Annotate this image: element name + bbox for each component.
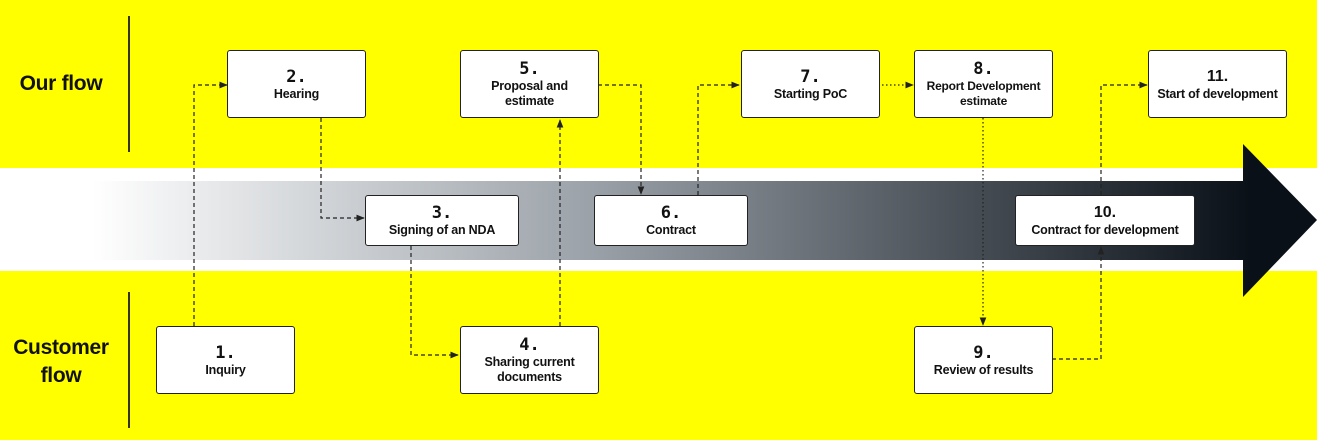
step-number: 6. [660, 203, 682, 223]
step-number: 7. [800, 66, 821, 87]
step-label: Start of development [1157, 86, 1278, 101]
step-number: 10. [1093, 204, 1117, 221]
step-label: Sharing current documents [484, 355, 575, 384]
step-8-report: 8. Report Development estimate [914, 50, 1053, 118]
step-label: Signing of an NDA [388, 223, 496, 237]
lane-label-customer-line1: Customer [13, 336, 109, 359]
step-label: Contract [646, 223, 696, 237]
step-4-sharing-documents: 4. Sharing current documents [460, 326, 599, 394]
step-10-development-contract: 10. Contract for development [1015, 195, 1195, 246]
step-3-nda: 3. Signing of an NDA [365, 195, 519, 246]
step-9-review: 9. Review of results [914, 326, 1053, 394]
step-5-proposal: 5. Proposal and estimate [460, 50, 599, 118]
step-number: 3. [431, 203, 453, 223]
lane-divider-bottom [128, 292, 130, 428]
step-number: 9. [973, 342, 994, 363]
lane-label-our-flow: Our flow [19, 72, 103, 95]
step-11-start-development: 11. Start of development [1148, 50, 1287, 118]
step-label: Inquiry [205, 362, 246, 377]
step-6-contract: 6. Contract [594, 195, 748, 246]
connector-9-10 [1052, 246, 1105, 360]
step-2-hearing: 2. Hearing [227, 50, 366, 118]
step-number: 8. [973, 59, 994, 79]
step-7-starting-poc: 7. Starting PoC [741, 50, 880, 118]
step-number: 1. [215, 342, 236, 363]
connector-2-3 [320, 118, 365, 222]
step-number: 5. [519, 59, 540, 79]
step-number: 4. [519, 335, 540, 355]
connector-6-7 [697, 81, 740, 195]
step-label: Proposal and estimate [491, 79, 568, 108]
connector-3-4 [410, 246, 459, 359]
connector-5-6 [598, 84, 645, 195]
step-label: Review of results [933, 362, 1034, 377]
step-label: Report Development estimate [926, 79, 1041, 108]
connector-10-11 [1100, 81, 1148, 195]
step-number: 11. [1206, 67, 1229, 85]
step-label: Contract for development [1031, 223, 1179, 237]
lane-label-customer-flow: Customer flow [2, 334, 120, 390]
step-label: Starting PoC [773, 86, 848, 101]
step-label: Hearing [273, 86, 320, 101]
step-number: 2. [286, 66, 307, 87]
step-1-inquiry: 1. Inquiry [156, 326, 295, 394]
lane-divider-top [128, 16, 130, 152]
connector-1-2 [193, 81, 228, 326]
lane-label-customer-line2: flow [40, 364, 82, 387]
